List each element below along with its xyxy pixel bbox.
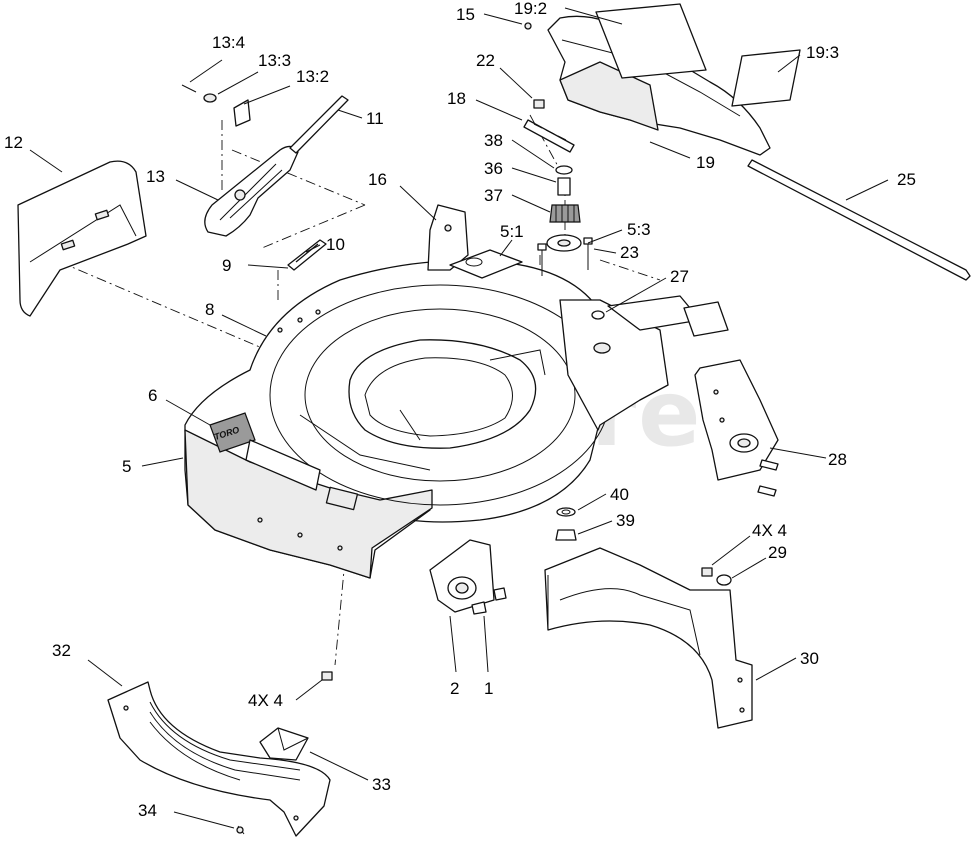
callout-19: 19	[696, 153, 715, 172]
callout-16: 16	[368, 170, 387, 189]
decal-part-5-1	[449, 249, 523, 279]
leader-lines	[29, 7, 889, 829]
callout-5-1: 5:1	[500, 222, 524, 241]
small-hardware-13	[181, 84, 251, 127]
callout-13-4: 13:4	[212, 33, 245, 52]
screw-part-34	[236, 825, 245, 835]
rear-cover-part-30	[544, 547, 753, 729]
callout-labels: 15 19:2 19:3 19 25 22 18 38 36 37 5:3 5:…	[4, 0, 916, 820]
callout-28: 28	[828, 450, 847, 469]
callout-37: 37	[484, 186, 503, 205]
nut-4x4-left	[321, 671, 333, 681]
callout-10: 10	[326, 235, 345, 254]
callout-40: 40	[610, 485, 629, 504]
callout-39: 39	[616, 511, 635, 530]
wheel-bracket-part-1-2	[429, 539, 507, 615]
wedge-part-33	[259, 727, 309, 761]
callout-1: 1	[484, 679, 493, 698]
callout-6: 6	[148, 386, 157, 405]
bracket-part-16	[427, 204, 469, 271]
callout-32: 32	[52, 641, 71, 660]
callout-13-3: 13:3	[258, 51, 291, 70]
hinge-part-18	[523, 119, 575, 153]
callout-8: 8	[205, 300, 214, 319]
washer-nut-39-40	[555, 507, 577, 541]
callout-11: 11	[366, 109, 384, 128]
callout-25: 25	[897, 170, 916, 189]
callout-29: 29	[768, 543, 787, 562]
rod-part-11	[289, 95, 349, 154]
callout-23: 23	[620, 243, 639, 262]
callout-19-2: 19:2	[514, 0, 547, 18]
callout-27: 27	[670, 267, 689, 286]
rear-flap-part-12	[17, 160, 147, 317]
callout-19-3: 19:3	[806, 43, 839, 62]
callout-30: 30	[800, 649, 819, 668]
cable-part-25	[747, 159, 971, 281]
rear-housing	[559, 295, 729, 431]
side-plate-part-28	[694, 359, 779, 497]
callout-5: 5	[122, 457, 131, 476]
screw-part-15	[524, 22, 532, 30]
height-adjust-stack	[546, 165, 582, 252]
callout-4x4-right: 4X 4	[752, 521, 787, 540]
hardware-4x4-29	[701, 567, 732, 586]
callout-22: 22	[476, 51, 495, 70]
callout-2: 2	[450, 679, 459, 698]
nut-part-22	[533, 99, 545, 109]
callout-13-2: 13:2	[296, 67, 329, 86]
callout-13: 13	[146, 167, 165, 186]
callout-12: 12	[4, 133, 23, 152]
discharge-cover-part-19	[547, 3, 801, 156]
callout-18: 18	[447, 89, 466, 108]
callout-33: 33	[372, 775, 391, 794]
callout-38: 38	[484, 131, 503, 150]
callout-9: 9	[222, 256, 231, 275]
callout-34: 34	[138, 801, 157, 820]
latch-part-9-10	[287, 239, 327, 271]
callout-15: 15	[456, 5, 475, 24]
callout-4x4-left: 4X 4	[248, 691, 283, 710]
mower-deck-part-5: TORO	[184, 259, 611, 579]
callout-36: 36	[484, 159, 503, 178]
handle-bracket-part-13	[204, 145, 299, 237]
callout-5-3: 5:3	[627, 220, 651, 239]
rear-guard-part-32	[107, 681, 331, 837]
